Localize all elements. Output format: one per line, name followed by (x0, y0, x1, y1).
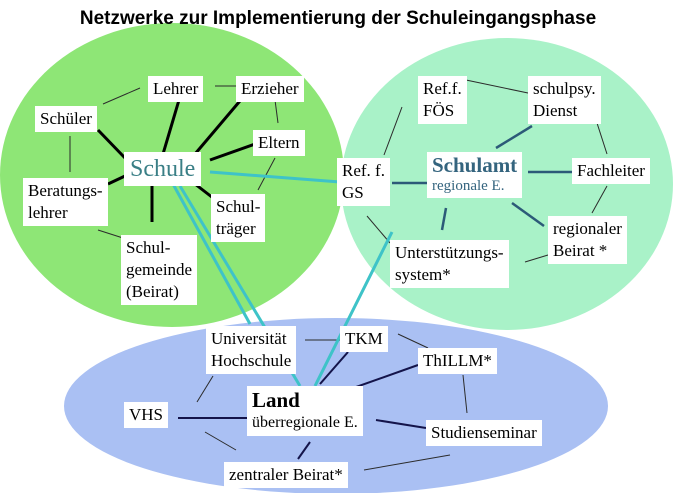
node-schueler: Schüler (35, 106, 97, 132)
node-beratungslehrer: Beratungs-lehrer (23, 178, 108, 226)
node-studienseminar: Studienseminar (426, 420, 542, 446)
node-ref-gs: Ref. f. GS (337, 158, 390, 206)
node-universitaet-line2: Hochschule (211, 351, 292, 370)
node-schulgemeinde-line1: Schul- (126, 238, 171, 257)
connector-universitaet-vhs (196, 375, 214, 403)
node-schulamt-line2: regionale E. (432, 178, 505, 194)
node-schule-label: Schule (130, 156, 196, 182)
node-unterstuetzung-line2: system* (395, 265, 451, 284)
connector-fachleiter-beirat (591, 185, 608, 214)
node-vhs-label: VHS (129, 405, 164, 424)
node-zentraler-beirat-label: zentraler Beirat* (229, 465, 343, 484)
node-schultraeger-line1: Schul- (216, 197, 261, 216)
amt-connectors (392, 124, 572, 231)
connector-reff-refgs (383, 106, 403, 156)
connector-erzieher-eltern (274, 99, 279, 124)
connector-zentraler-beirat-studienseminar (363, 454, 451, 471)
connector-schulpsy-fachleiter (596, 122, 608, 155)
connector-land-zentraler-beirat (297, 441, 311, 460)
node-vhs: VHS (124, 402, 169, 428)
node-studienseminar-label: Studienseminar (431, 423, 537, 442)
connector-schule-universitaet (171, 183, 252, 325)
node-eltern: Eltern (253, 130, 305, 156)
node-beratungslehrer-line2: lehrer (28, 203, 68, 222)
node-unterstuetzung-line1: Unterstützungs- (395, 243, 504, 262)
node-erzieher: Erzieher (236, 76, 304, 102)
connector-refgs-unterstuetzung (366, 215, 391, 244)
connector-eltern-schultraeger (257, 157, 276, 191)
node-schulamt-line1: Schulamt (432, 153, 518, 177)
connector-schueler-lehrer (102, 87, 141, 105)
connector-land-studienseminar (375, 419, 427, 429)
connector-thillm-studienseminar (462, 374, 468, 414)
node-erzieher-label: Erzieher (241, 79, 299, 98)
node-zentraler-beirat: zentraler Beirat* (224, 462, 348, 488)
connector-unterstuetzung-land (313, 231, 394, 387)
node-schultraeger: Schul-träger (211, 194, 266, 242)
connector-schule-schueler (96, 128, 127, 160)
connector-unterstuetzung-beirat (524, 254, 549, 263)
connector-schule-eltern (209, 142, 256, 162)
node-unterstuetzungssystem: Unterstützungs-system* (390, 240, 509, 288)
node-lehrer-label: Lehrer (153, 79, 199, 98)
connector-beratung-schulgemeinde (97, 229, 124, 239)
node-eltern-label: Eltern (258, 133, 300, 152)
node-schueler-label: Schüler (40, 109, 92, 128)
connector-vhs-zentraler-beirat (204, 431, 237, 451)
node-regionaler-beirat-line2: Beirat * (553, 241, 608, 260)
node-land-line1: Land (252, 388, 300, 412)
node-ref-foes-line2: FÖS (423, 101, 455, 120)
node-ref-foes-line1: Ref.f. (423, 79, 462, 98)
node-schule: Schule (124, 152, 202, 186)
node-schulpsy-line2: Dienst (533, 101, 578, 120)
node-schulpsy-dienst: schulpsy. Dienst (528, 76, 601, 124)
node-tkm-label: TKM (345, 329, 383, 348)
connector-schule-beratung (107, 174, 126, 186)
diagram-title: Netzwerke zur Implementierung der Schule… (79, 8, 597, 29)
node-land: Land überregionale E. (247, 386, 363, 436)
connector-schulamt-unterstuetzung (440, 207, 448, 231)
connector-land-tkm (319, 351, 349, 385)
node-ref-gs-line2: GS (342, 183, 364, 202)
connector-schule-lehrer (161, 99, 181, 155)
thin-connectors (69, 79, 608, 471)
node-tkm: TKM (340, 326, 388, 352)
node-beratungslehrer-line1: Beratungs- (28, 181, 103, 200)
node-thillm: ThILLM* (418, 348, 497, 374)
node-thillm-label: ThILLM* (423, 351, 492, 370)
node-ref-gs-line1: Ref. f. (342, 161, 385, 180)
node-ref-foes: Ref.f. FÖS (418, 76, 467, 124)
node-fachleiter: Fachleiter (572, 158, 650, 184)
connector-schule-refgs (209, 170, 341, 184)
node-fachleiter-label: Fachleiter (577, 161, 645, 180)
node-schulpsy-line1: schulpsy. (533, 79, 596, 98)
connector-tkm-thillm (397, 333, 429, 349)
node-land-line2: überregionale E. (252, 414, 358, 431)
node-universitaet-line1: Universität (211, 329, 287, 348)
node-schulgemeinde: Schul-gemeinde (Beirat) (121, 235, 198, 305)
connector-reff-schulpsy (465, 79, 529, 94)
node-lehrer: Lehrer (148, 76, 204, 102)
node-schulgemeinde-line2: gemeinde (126, 260, 193, 279)
school-connectors (96, 94, 256, 222)
connector-schulamt-beirat (511, 201, 545, 228)
node-schulgemeinde-line3: (Beirat) (126, 282, 179, 301)
connector-schulamt-schulpsy (495, 124, 533, 150)
node-regionaler-beirat-line1: regionaler (553, 219, 622, 238)
connector-schule-erzieher (193, 94, 247, 155)
node-schultraeger-line2: träger (216, 219, 256, 238)
